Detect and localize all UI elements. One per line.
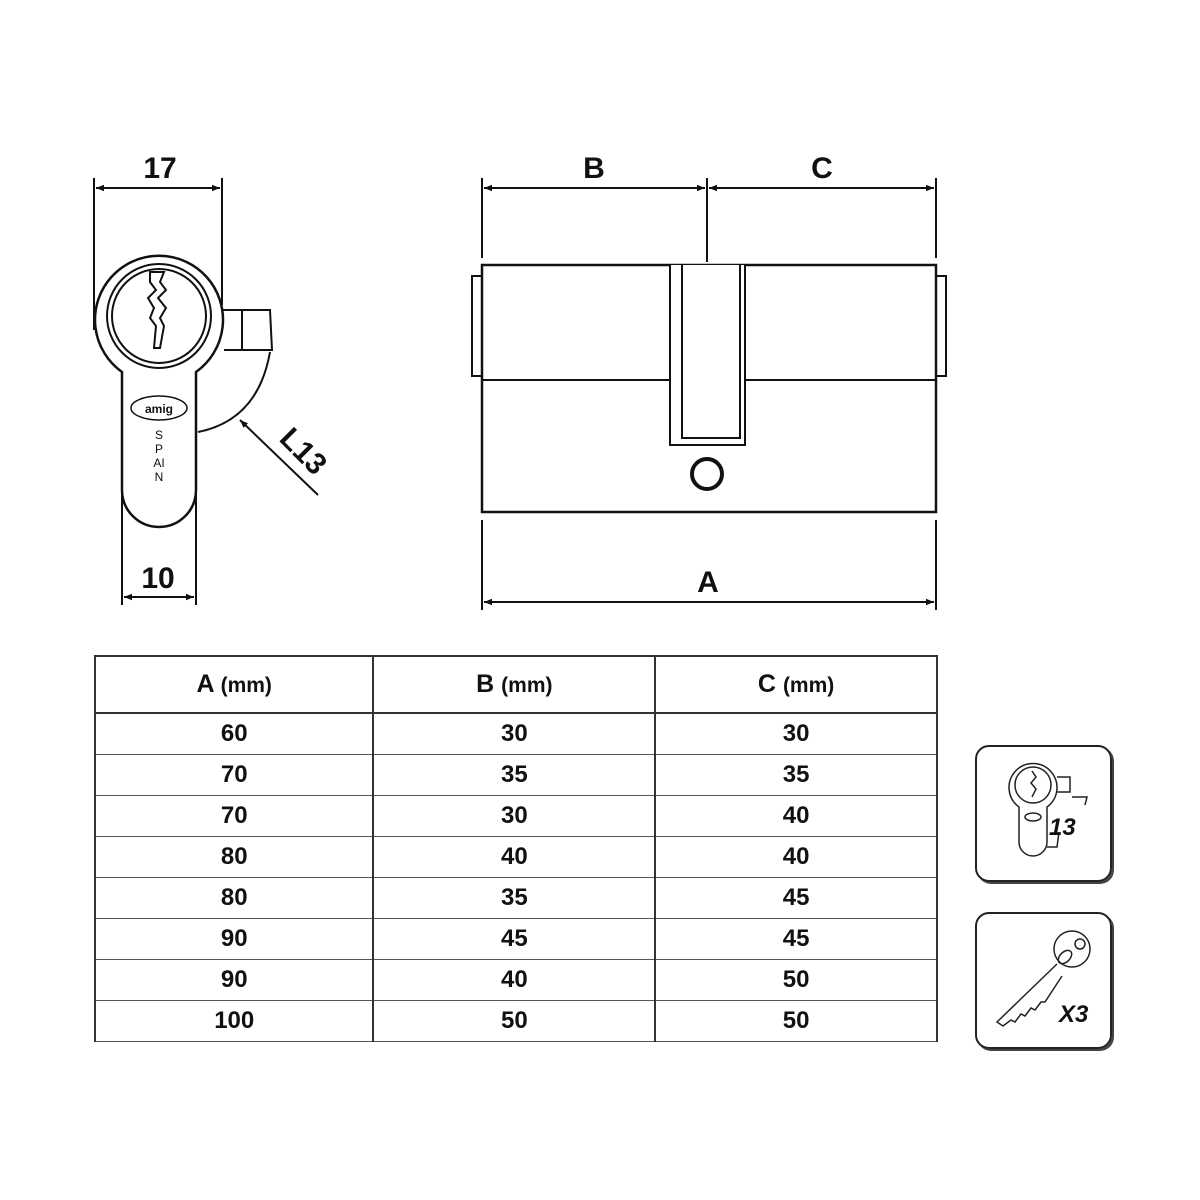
- cell-b: 35: [372, 754, 657, 796]
- cam-arc: [197, 351, 271, 433]
- keys-count-label: X3: [1057, 1001, 1089, 1028]
- cell-a: 80: [93, 836, 375, 878]
- cylinder-profile: [93, 254, 225, 529]
- screw-hole: [690, 457, 724, 491]
- cam-length-icon: 13: [975, 745, 1112, 882]
- cell-b: 50: [372, 1000, 657, 1042]
- cell-c: 35: [654, 754, 938, 796]
- cell-c: 50: [654, 959, 938, 1001]
- cell-a: 60: [93, 712, 375, 755]
- keyway-icon: [146, 271, 168, 349]
- cell-b: 40: [372, 836, 657, 878]
- front-view: [471, 178, 947, 610]
- header-b: B (mm): [372, 655, 657, 714]
- cell-b: 30: [372, 795, 657, 837]
- cell-a: 90: [93, 959, 375, 1001]
- spain-label: SPAIN: [153, 428, 165, 484]
- cell-b: 35: [372, 877, 657, 919]
- side-view: amig: [93, 178, 319, 605]
- brand-logo: [130, 395, 188, 421]
- cell-a: 100: [93, 1000, 375, 1042]
- header-a: A (mm): [93, 655, 375, 714]
- key-icon: [995, 930, 1091, 1027]
- cell-c: 50: [654, 1000, 938, 1042]
- cam-length-icon-label: 13: [1049, 814, 1076, 841]
- cell-a: 70: [93, 754, 375, 796]
- cell-c: 45: [654, 877, 938, 919]
- table-header-row: A (mm) B (mm) C (mm): [93, 655, 938, 714]
- cam-slot: [669, 265, 746, 446]
- cam-l13-label: L13: [273, 422, 333, 482]
- cam-leader-line: [239, 419, 319, 496]
- cell-c: 40: [654, 836, 938, 878]
- cell-c: 30: [654, 712, 938, 755]
- dimension-c-label: C: [811, 152, 833, 185]
- dimension-10-label: 10: [141, 562, 174, 595]
- dimension-b-label: B: [583, 152, 605, 185]
- cell-a: 70: [93, 795, 375, 837]
- header-c: C (mm): [654, 655, 938, 714]
- brand-logo-text: amig: [145, 402, 173, 416]
- cam: [222, 309, 274, 351]
- cell-b: 40: [372, 959, 657, 1001]
- cell-b: 30: [372, 712, 657, 755]
- dimension-17-label: 17: [143, 152, 176, 185]
- cell-c: 45: [654, 918, 938, 960]
- cell-a: 80: [93, 877, 375, 919]
- cell-a: 90: [93, 918, 375, 960]
- cell-c: 40: [654, 795, 938, 837]
- keys-count-icon: X3: [975, 912, 1112, 1049]
- cell-b: 45: [372, 918, 657, 960]
- dimension-a-label: A: [697, 566, 719, 599]
